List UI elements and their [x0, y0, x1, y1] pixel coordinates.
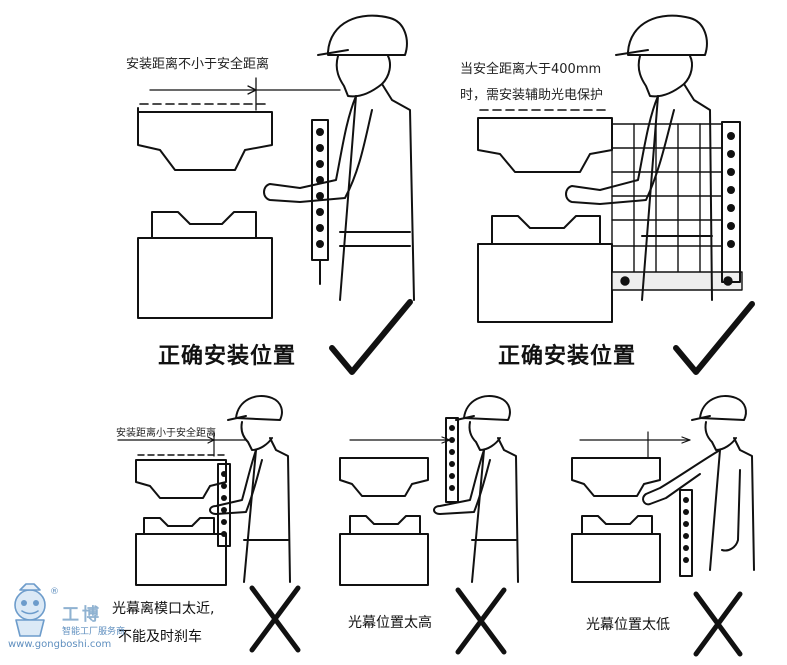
watermark-slogan: 智能工厂服务商	[62, 627, 126, 637]
panel-2-correct	[477, 14, 755, 375]
check-mark-icon	[329, 299, 413, 375]
worker-figure-icon	[263, 14, 415, 301]
light-curtain-icon	[311, 119, 329, 285]
check-mark-icon	[673, 301, 755, 375]
press-machine-icon	[137, 103, 273, 319]
panel-2-caption: 正确安装位置	[498, 344, 637, 369]
panel-3-note: 安装距离小于安全距离	[116, 428, 216, 439]
watermark-brand: 工博	[62, 605, 102, 625]
panel-2-note-line-1: 当安全距离大于400mm	[460, 62, 602, 77]
press-machine-icon	[135, 454, 227, 586]
panel-5-wrong	[571, 395, 755, 657]
panel-4-wrong	[339, 395, 519, 655]
worker-figure-icon	[209, 395, 291, 583]
robot-mascot-icon	[14, 583, 46, 637]
watermark-url: www.gongboshi.com	[8, 639, 112, 650]
worker-figure-icon	[642, 395, 755, 571]
panel-3-caption-line-1: 光幕离模口太近,	[112, 601, 215, 617]
panel-3-caption-line-2: 不能及时刹车	[118, 629, 202, 645]
panel-5-caption: 光幕位置太低	[586, 617, 670, 633]
press-machine-icon	[571, 457, 661, 583]
light-curtain-icon	[679, 489, 693, 577]
cross-mark-icon	[455, 587, 507, 655]
cross-mark-icon	[249, 585, 301, 653]
light-curtain-icon	[721, 121, 741, 283]
panel-3-wrong	[117, 395, 301, 653]
watermark-registered: ®	[50, 587, 59, 597]
worker-figure-icon	[565, 14, 713, 301]
light-curtain-icon	[445, 417, 459, 503]
press-machine-icon	[339, 457, 429, 586]
panel-1-correct	[137, 14, 415, 375]
panel-1-caption: 正确安装位置	[158, 344, 297, 369]
panel-4-caption: 光幕位置太高	[348, 615, 432, 631]
cross-mark-icon	[693, 591, 743, 657]
panel-2-note-line-2: 时，需安装辅助光电保护	[460, 88, 604, 103]
panel-1-note: 安装距离不小于安全距离	[126, 57, 270, 72]
worker-figure-icon	[433, 395, 519, 583]
press-machine-icon	[477, 109, 613, 323]
